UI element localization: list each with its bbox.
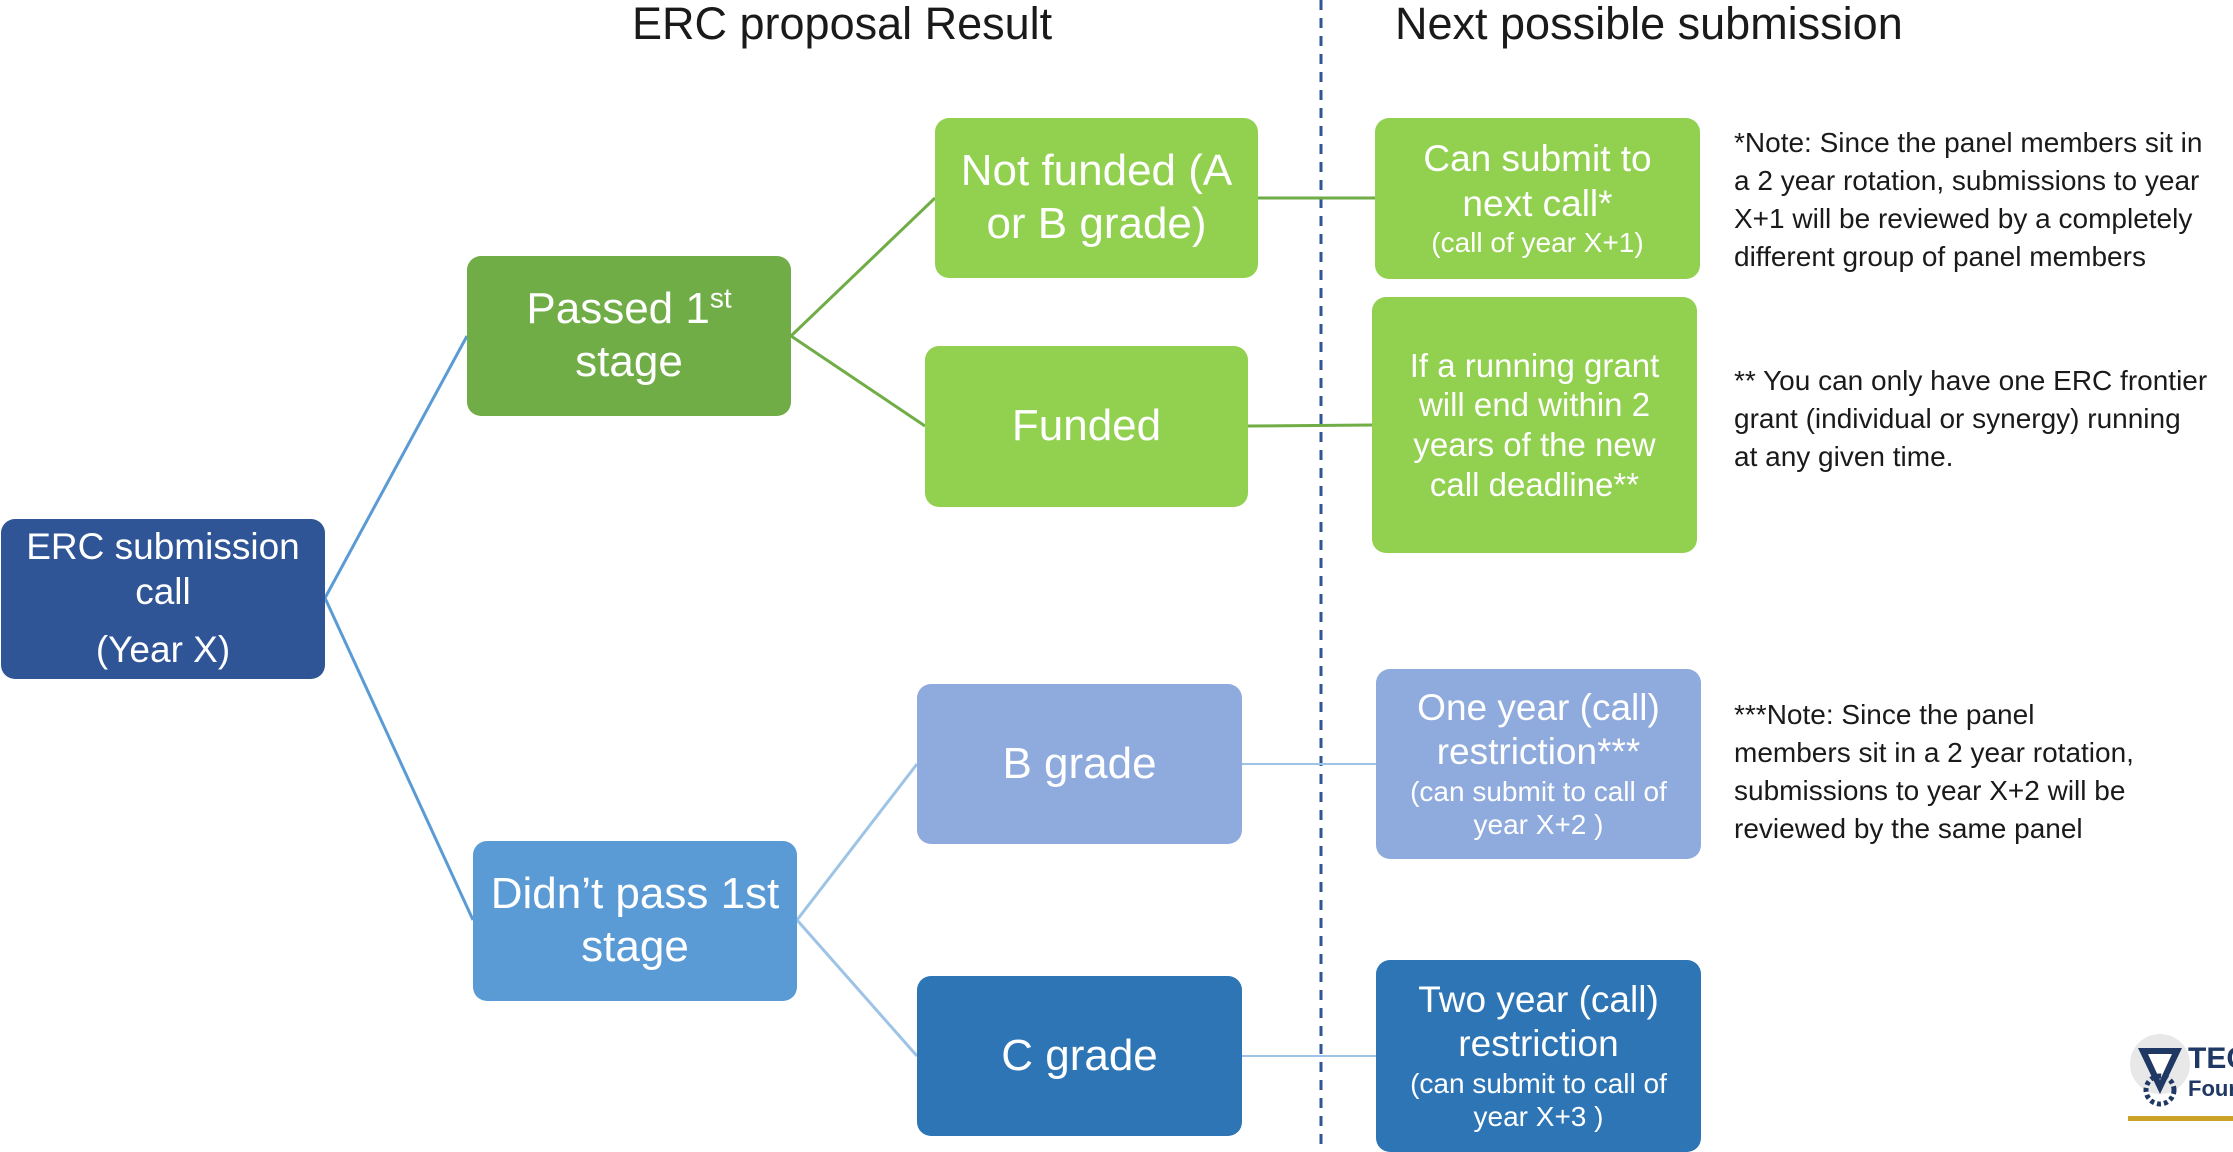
erc-submission-line2: call — [135, 570, 191, 612]
connector-funded-to-running-grant — [1247, 423, 1373, 428]
note2-line: grant (individual or synergy) running — [1734, 403, 2181, 434]
logo-text-line1: TEC — [2188, 1042, 2233, 1075]
not-funded-line2: or B grade) — [986, 199, 1207, 248]
note3-line: ***Note: Since the panel — [1734, 699, 2035, 730]
two-year-line1: Two year (call) — [1418, 979, 1659, 1021]
note2-line: at any given time. — [1734, 441, 1954, 472]
running-grant-line4: call deadline** — [1429, 465, 1640, 503]
heading-next-possible-submission: Next possible submission — [1395, 0, 1903, 49]
one-year-restriction-box: One year (call) restriction*** (can subm… — [1376, 669, 1701, 859]
can-submit-next-call-box: Can submit to next call* (call of year X… — [1375, 118, 1700, 279]
running-grant-box: If a running grant will end within 2 yea… — [1372, 297, 1697, 553]
connector-passed-to-funded — [790, 334, 926, 428]
not-funded-line1: Not funded (A — [960, 146, 1233, 196]
passed-line1: Passed 1 — [526, 284, 710, 334]
can-submit-line1: Can submit to — [1423, 138, 1652, 180]
note1-line: X+1 will be reviewed by a completely — [1734, 203, 2193, 234]
passed-first-stage-box: Passed 1st stage — [467, 256, 791, 416]
one-year-line1: One year (call) — [1417, 687, 1660, 729]
one-year-line4: year X+2 ) — [1473, 809, 1604, 841]
note-panel-rotation-x2: ***Note: Since the panel members sit in … — [1734, 696, 2233, 848]
erc-submission-year: (Year X) — [95, 629, 231, 671]
c-grade-label: C grade — [1001, 1030, 1158, 1080]
erc-submission-line1: ERC submission — [26, 526, 300, 568]
note1-line: different group of panel members — [1734, 241, 2146, 272]
erc-submission-call-box: ERC submission call (Year X) — [1, 519, 325, 679]
two-year-line3: (can submit to call of — [1410, 1067, 1667, 1099]
connector-didnt-pass-to-b-grade — [795, 763, 919, 921]
note-one-frontier-grant: ** You can only have one ERC frontier gr… — [1734, 362, 2233, 476]
running-grant-line1: If a running grant — [1409, 346, 1660, 384]
heading-erc-proposal-result: ERC proposal Result — [632, 0, 1053, 49]
connector-erc-to-passed — [323, 335, 469, 599]
funded-label: Funded — [1011, 401, 1162, 451]
two-year-restriction-box: Two year (call) restriction (can submit … — [1376, 960, 1701, 1152]
note3-line: reviewed by the same panel — [1734, 813, 2083, 844]
running-grant-line3: years of the new — [1413, 426, 1656, 463]
two-year-line4: year X+3 ) — [1473, 1101, 1604, 1133]
logo-text-line2: Four — [2188, 1076, 2233, 1101]
passed-superscript: st — [709, 282, 732, 314]
connector-didnt-pass-to-c-grade — [795, 919, 919, 1057]
logo-emblem-icon — [2128, 1034, 2233, 1121]
note-panel-rotation-x1: *Note: Since the panel members sit in a … — [1734, 124, 2233, 276]
running-grant-line2: will end within 2 — [1418, 386, 1651, 424]
two-year-line2: restriction — [1458, 1023, 1619, 1065]
one-year-line2: restriction*** — [1436, 731, 1641, 773]
technion-logo: TEC Four — [2128, 1016, 2233, 1152]
passed-line2: stage — [575, 337, 683, 386]
can-submit-line3: (call of year X+1) — [1431, 227, 1644, 259]
note1-line: *Note: Since the panel members sit in — [1734, 127, 2203, 158]
connector-erc-to-didnt-pass — [323, 597, 475, 921]
one-year-line3: (can submit to call of — [1410, 775, 1667, 807]
b-grade-box: B grade — [917, 684, 1242, 844]
can-submit-line2: next call* — [1462, 182, 1613, 224]
note1-line: a 2 year rotation, submissions to year — [1734, 165, 2200, 196]
didnt-pass-line2: stage — [581, 922, 689, 971]
connector-passed-to-not-funded — [789, 196, 937, 338]
funded-box: Funded — [925, 346, 1248, 507]
note3-line: submissions to year X+2 will be — [1734, 775, 2126, 806]
c-grade-box: C grade — [917, 976, 1242, 1136]
not-funded-box: Not funded (A or B grade) — [935, 118, 1258, 278]
didnt-pass-first-stage-box: Didn’t pass 1st stage — [473, 841, 797, 1001]
note3-line: members sit in a 2 year rotation, — [1734, 737, 2134, 768]
didnt-pass-line1: Didn’t pass 1st — [490, 869, 780, 919]
b-grade-label: B grade — [1002, 738, 1157, 788]
note2-line: ** You can only have one ERC frontier — [1734, 365, 2208, 396]
